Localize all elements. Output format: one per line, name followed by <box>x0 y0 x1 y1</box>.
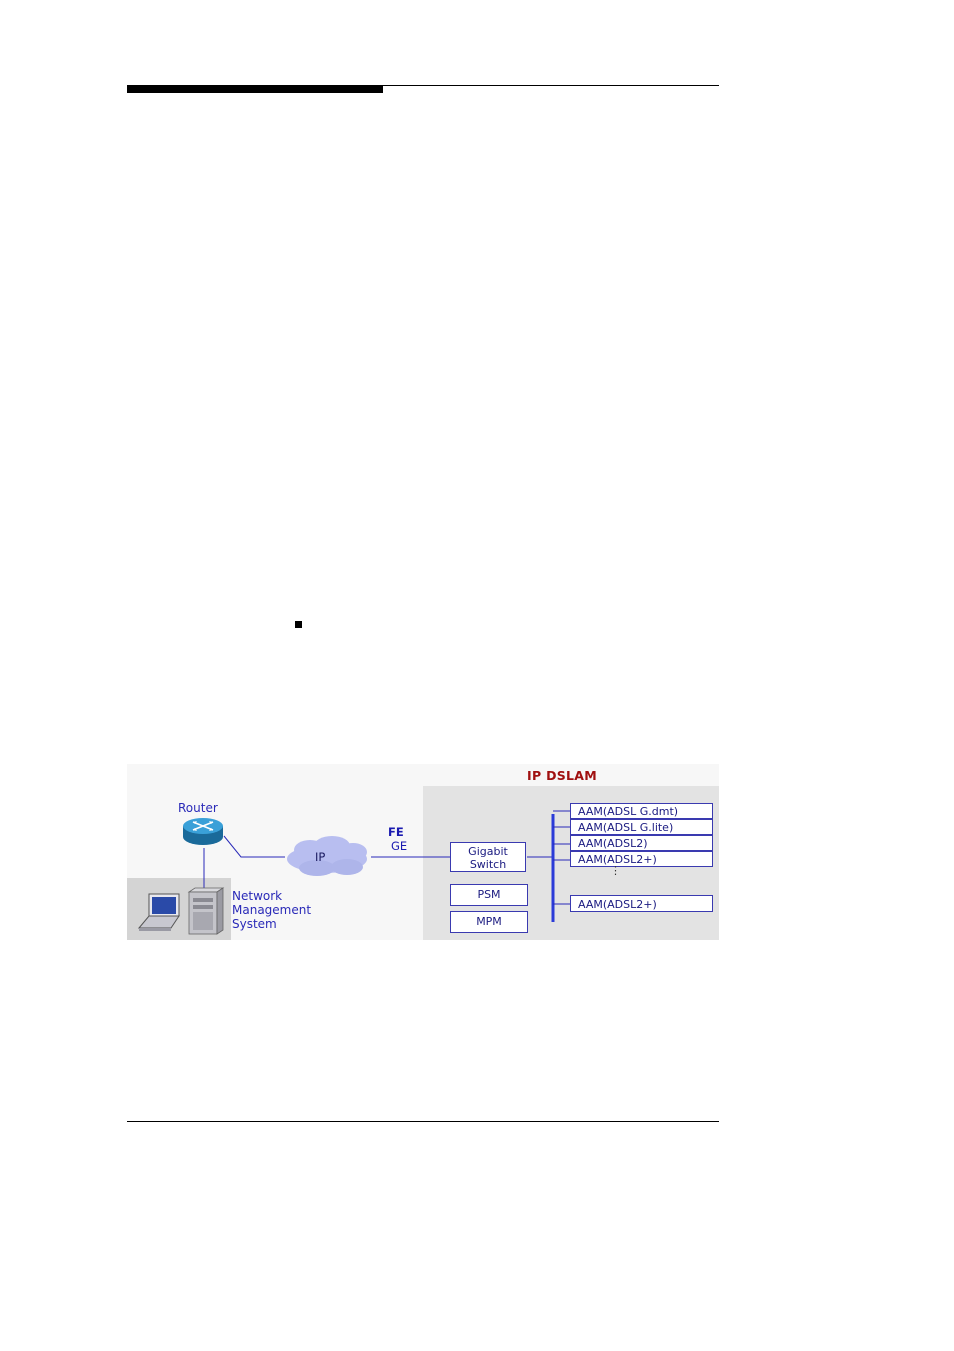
server-icon <box>187 887 225 935</box>
fe-label: FE <box>388 825 404 839</box>
module-adsl-glite: AAM(ADSL G.lite) <box>570 819 713 835</box>
nms-label-line-2: Management <box>232 903 312 917</box>
router-icon <box>183 818 223 845</box>
ge-label: GE <box>391 839 408 853</box>
footer-rule <box>127 1121 719 1122</box>
module-adsl2plus-last: AAM(ADSL2+) <box>570 895 713 912</box>
gigabit-switch-box: Gigabit Switch <box>450 842 526 872</box>
dslam-title: IP DSLAM <box>527 768 598 783</box>
module-adsl2: AAM(ADSL2) <box>570 835 713 851</box>
header-rule-thin <box>383 85 719 86</box>
ip-cloud-icon <box>287 836 367 876</box>
laptop-icon <box>137 893 180 931</box>
nms-label-line-1: Network <box>232 889 283 903</box>
switch-label-line-1: Gigabit <box>468 845 508 858</box>
module-adsl-gdmt: AAM(ADSL G.dmt) <box>570 803 713 819</box>
cloud-label: IP <box>315 850 326 864</box>
module-adsl2plus: AAM(ADSL2+) <box>570 851 713 867</box>
nms-label: Network Management System <box>232 889 311 931</box>
router-label: Router <box>178 801 218 815</box>
network-diagram: IP DSLAM Router IP FE GE Network Managem… <box>127 764 719 940</box>
header-rule-thick <box>127 85 383 93</box>
mpm-box: MPM <box>450 911 528 933</box>
psm-box: PSM <box>450 884 528 906</box>
module-ellipsis: ⋮ <box>610 864 621 877</box>
router-cloud-link <box>223 835 285 858</box>
switch-label-line-2: Switch <box>469 858 507 871</box>
bullet-marker <box>295 621 302 628</box>
nms-label-line-3: System <box>232 917 277 931</box>
